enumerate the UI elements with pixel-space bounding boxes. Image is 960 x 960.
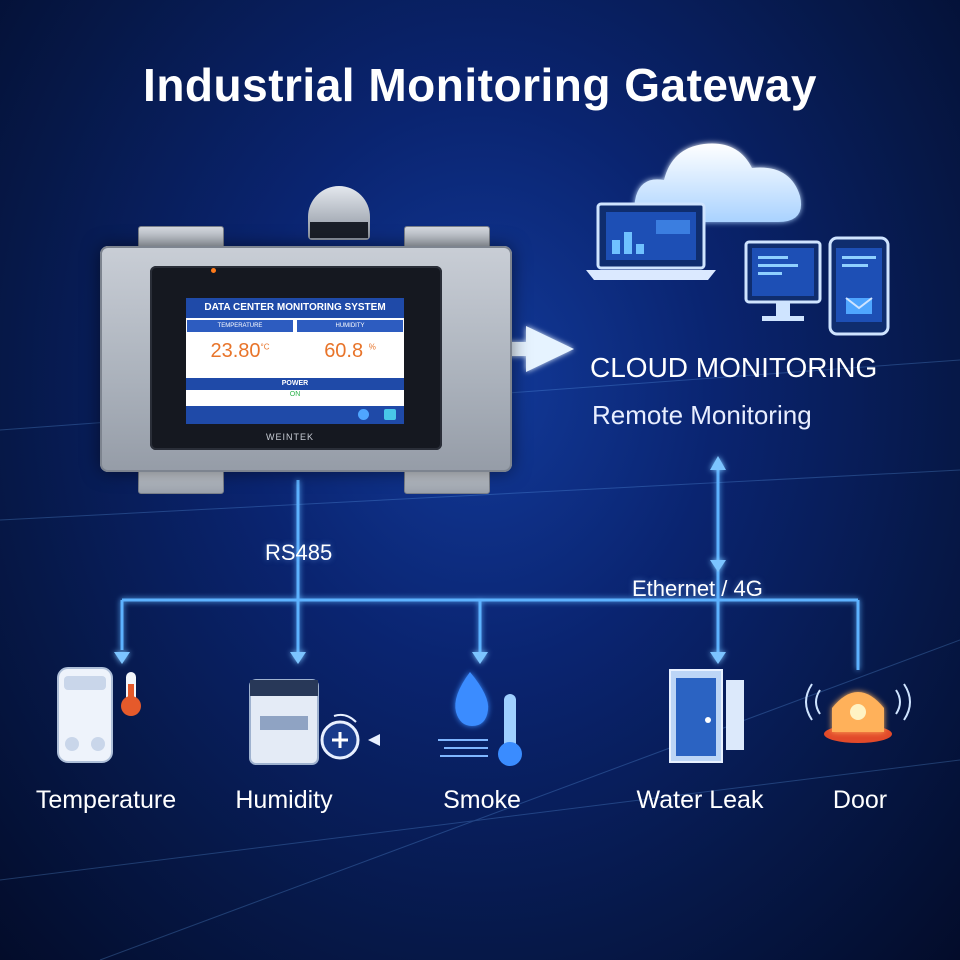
hmi-screen xyxy=(186,298,404,424)
screen-footer xyxy=(186,406,404,424)
door-icon xyxy=(669,669,744,763)
humidity-sensor-icon xyxy=(249,679,380,765)
page-title: Industrial Monitoring Gateway xyxy=(143,59,817,111)
brand-label: WEINTEK xyxy=(266,432,315,442)
sensor-label-humidity: Humidity xyxy=(235,786,333,814)
alarm-light-icon xyxy=(805,683,911,743)
gear-icon xyxy=(358,409,369,420)
cloud-title: CLOUD MONITORING xyxy=(590,352,878,383)
settings-icon xyxy=(384,409,396,420)
status-led xyxy=(211,268,216,273)
sensor-label-door: Door xyxy=(832,786,888,814)
beacon-band xyxy=(310,222,368,238)
screen-title: DATA CENTER MONITORING SYSTEM xyxy=(186,298,404,318)
thermometer-icon xyxy=(57,667,141,763)
sensor-label-temperature: Temperature xyxy=(35,786,177,814)
humidity-reading: 60.8 % xyxy=(324,340,376,362)
desktop-icon xyxy=(744,240,822,321)
temperature-reading: 23.80°C xyxy=(210,340,270,362)
ethernet-label: Ethernet / 4G xyxy=(632,576,763,601)
power-label: POWER xyxy=(186,378,404,390)
sensor-label-water-leak: Water Leak xyxy=(636,786,764,814)
humidity-header: HUMIDITY xyxy=(297,320,403,332)
power-value: ON xyxy=(289,391,301,398)
smartphone-icon xyxy=(828,236,890,336)
laptop-icon xyxy=(586,202,716,280)
cloud-icon xyxy=(634,143,802,222)
temperature-header: TEMPERATURE xyxy=(187,320,293,332)
cloud-subtitle: Remote Monitoring xyxy=(592,400,812,430)
bus-line xyxy=(120,462,860,670)
water-drop-icon xyxy=(438,672,522,766)
rs485-label: RS485 xyxy=(265,540,333,565)
sensor-label-smoke: Smoke xyxy=(443,786,521,814)
